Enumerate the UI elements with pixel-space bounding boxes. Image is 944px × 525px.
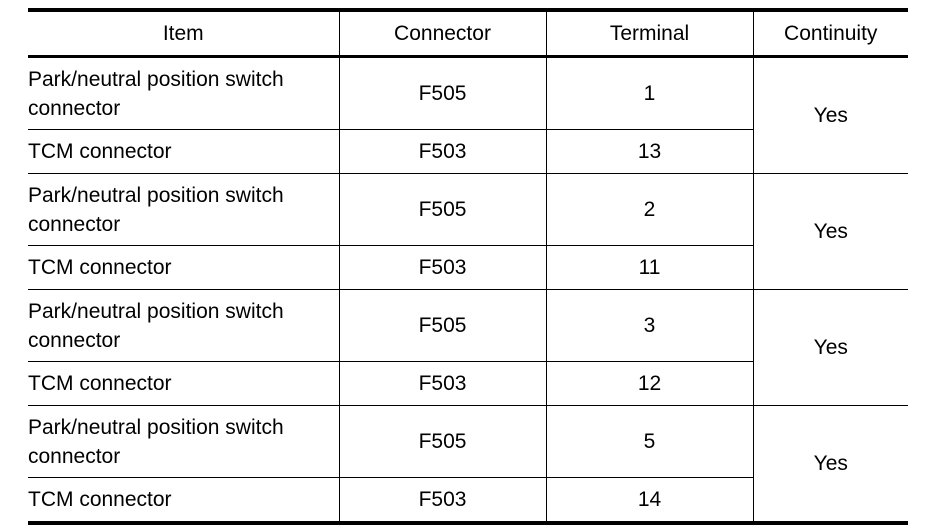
table-row: TCM connector F503 13 [28, 129, 908, 174]
item-cell: TCM connector [28, 361, 340, 406]
connector-cell: F503 [338, 245, 547, 290]
item-cell: TCM connector [28, 129, 340, 174]
table-row: Park/neutral position switch connector F… [28, 56, 908, 174]
header-connector: Connector [338, 9, 547, 57]
connector-cell: F505 [338, 56, 547, 130]
table-row: Park/neutral position switch connector F… [28, 405, 908, 524]
continuity-cell: Yes [752, 56, 908, 174]
item-cell: Park/neutral position switch connector [28, 289, 340, 362]
terminal-cell: 1 [545, 56, 754, 130]
connector-cell: F505 [338, 173, 547, 246]
connector-cell: F503 [338, 361, 547, 406]
item-cell: Park/neutral position switch connector [28, 405, 340, 478]
connector-cell: F505 [338, 289, 547, 362]
header-continuity: Continuity [752, 9, 908, 57]
terminal-cell: 3 [545, 289, 754, 362]
table-row: Park/neutral position switch connector F… [28, 173, 908, 290]
connector-cell: F503 [338, 477, 547, 524]
header-item: Item [28, 9, 340, 57]
continuity-cell: Yes [752, 405, 908, 524]
header-terminal: Terminal [545, 9, 754, 57]
continuity-cell: Yes [752, 289, 908, 406]
item-cell: TCM connector [28, 245, 340, 290]
table-row: Park/neutral position switch connector F… [28, 289, 908, 406]
connector-cell: F503 [338, 129, 547, 174]
continuity-cell: Yes [752, 173, 908, 290]
item-cell: Park/neutral position switch connector [28, 56, 340, 130]
terminal-cell: 5 [545, 405, 754, 478]
table-row: TCM connector F503 14 [28, 477, 908, 524]
terminal-cell: 11 [545, 245, 753, 290]
terminal-cell: 13 [545, 129, 753, 174]
header-row: Item Connector Terminal Continuity [28, 9, 908, 57]
terminal-cell: 2 [545, 173, 754, 246]
terminal-cell: 12 [545, 361, 753, 406]
connector-cell: F505 [338, 405, 547, 478]
item-cell: Park/neutral position switch connector [28, 173, 340, 246]
terminal-cell: 14 [545, 477, 753, 524]
item-cell: TCM connector [28, 477, 340, 524]
table-row: TCM connector F503 11 [28, 245, 908, 290]
continuity-table: Item Connector Terminal Continuity Park/… [28, 8, 908, 525]
